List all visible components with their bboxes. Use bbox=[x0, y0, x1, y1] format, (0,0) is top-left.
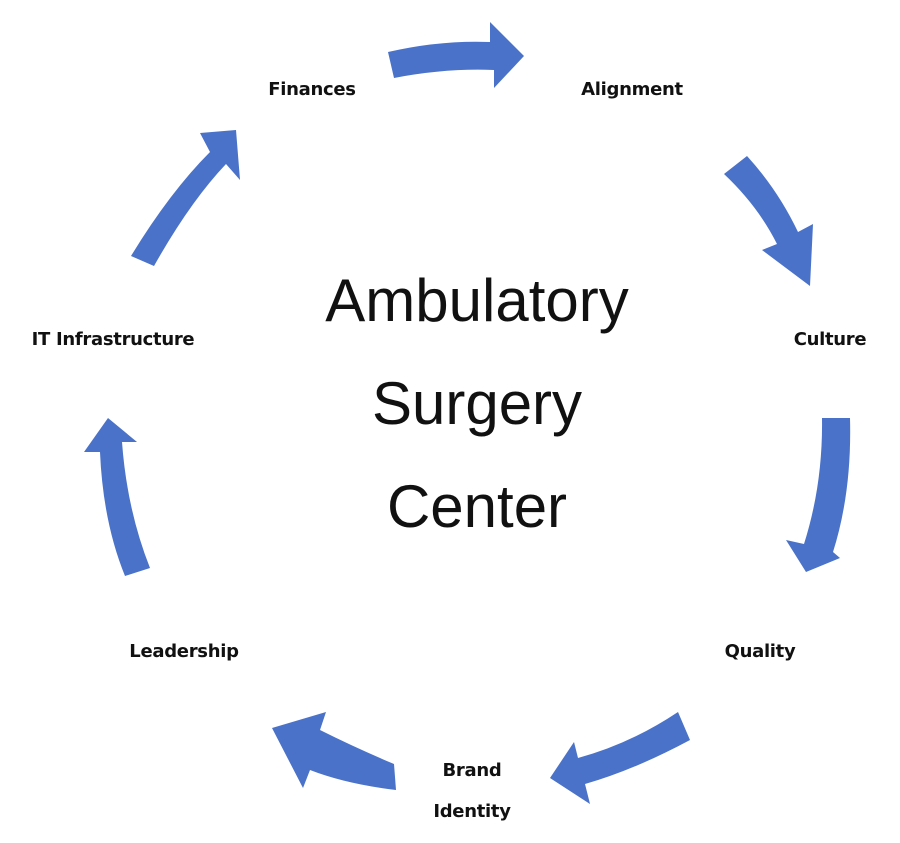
node-finances: Finances bbox=[268, 79, 355, 100]
node-it-infrastructure: IT Infrastructure bbox=[32, 329, 195, 350]
center-title-line3: Center bbox=[387, 473, 567, 540]
arrows-group bbox=[84, 22, 851, 804]
node-culture: Culture bbox=[794, 329, 867, 350]
node-alignment: Alignment bbox=[581, 79, 683, 100]
arrow-it-infrastructure-to-finances bbox=[131, 130, 240, 266]
center-title-line2: Surgery bbox=[372, 370, 582, 437]
center-title-group: Ambulatory Surgery Center bbox=[325, 267, 628, 540]
arrow-alignment-to-culture bbox=[724, 156, 813, 286]
arrow-finances-to-alignment bbox=[388, 22, 524, 88]
node-brand-identity-line2: Identity bbox=[433, 801, 511, 822]
labels-group: Finances Alignment Culture Quality Brand… bbox=[32, 79, 867, 822]
arrow-culture-to-quality bbox=[786, 418, 851, 572]
arrow-leadership-to-it-infrastructure bbox=[84, 418, 150, 576]
arrow-quality-to-brand-identity bbox=[550, 712, 690, 804]
node-quality: Quality bbox=[725, 641, 796, 662]
center-title-line1: Ambulatory bbox=[325, 267, 628, 334]
node-brand-identity-line1: Brand bbox=[443, 760, 502, 781]
arrow-brand-identity-to-leadership bbox=[272, 712, 396, 790]
node-leadership: Leadership bbox=[129, 641, 239, 662]
